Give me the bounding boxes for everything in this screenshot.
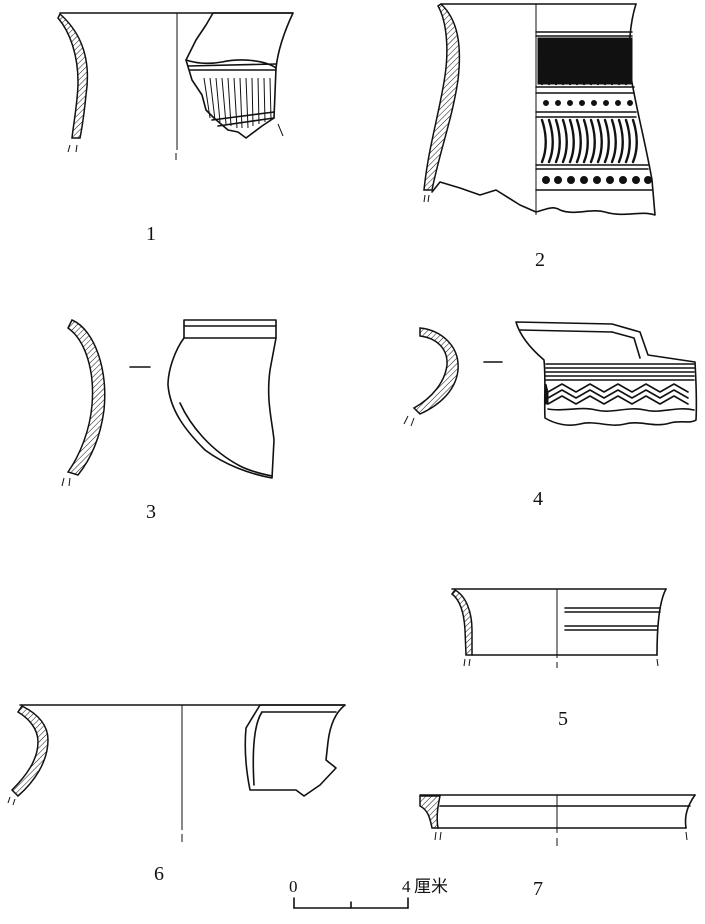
- figure-label-1: 1: [146, 223, 156, 245]
- vessel-2-dot-row-lower: [542, 176, 652, 184]
- vessel-2-dot-row-upper: [543, 100, 633, 106]
- figure-label-2: 2: [535, 249, 545, 271]
- vessel-1-drawing: [57, 12, 294, 160]
- figure-label-7: 7: [533, 878, 543, 900]
- vessel-4-drawing: [403, 321, 698, 427]
- vessel-2-comb-band-upper: [537, 37, 633, 86]
- vessel-2-drawing: [423, 3, 656, 216]
- vessel-1-comb-pattern: [203, 77, 272, 129]
- figure-label-5: 5: [558, 708, 568, 730]
- scale-bar: [293, 897, 409, 909]
- figure-label-6: 6: [154, 863, 164, 885]
- vessel-7-drawing: [419, 794, 696, 846]
- scale-unit-label: 厘米: [414, 877, 448, 896]
- figure-label-3: 3: [146, 501, 156, 523]
- vessel-2-comb-band-lower: [540, 118, 638, 164]
- vessel-3-drawing: [61, 319, 277, 487]
- figure-label-4: 4: [533, 488, 543, 510]
- vessel-5-drawing: [450, 588, 667, 668]
- vessel-6-drawing: [7, 704, 346, 842]
- scale-start-label: 0: [289, 877, 298, 896]
- scale-end-label: 4: [402, 877, 411, 896]
- vessel-4-zigzag-band: [547, 383, 689, 405]
